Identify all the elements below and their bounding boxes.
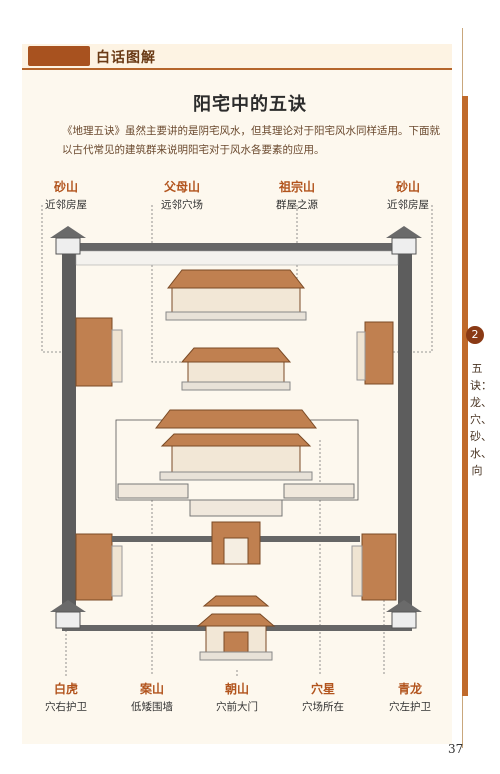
label-term: 白虎 <box>53 682 78 696</box>
label-term: 案山 <box>139 682 164 696</box>
label-sand-mountain-left: 砂山 近邻房屋 <box>26 178 106 212</box>
page-title: 阳宅中的五诀 <box>193 94 307 115</box>
label-desk-mountain: 案山 低矮围墙 <box>112 680 192 714</box>
label-desc: 穴场所在 <box>302 701 344 713</box>
label-desc: 低矮围墙 <box>131 701 173 713</box>
label-facing-mountain: 朝山 穴前大门 <box>197 680 277 714</box>
label-term: 穴星 <box>310 682 335 696</box>
chapter-side-bar <box>462 96 468 696</box>
label-desc: 近邻房屋 <box>387 199 429 211</box>
label-desc: 穴前大门 <box>216 701 258 713</box>
side-hall-icon <box>75 317 397 601</box>
label-term: 祖宗山 <box>278 180 315 194</box>
chapter-number-badge: 2 <box>466 326 484 344</box>
front-gate-icon <box>196 595 276 661</box>
middle-hall-icon <box>180 347 292 391</box>
label-desc: 近邻房屋 <box>45 199 87 211</box>
dragon-logo-icon <box>28 46 90 66</box>
section-header-label: 白话图解 <box>96 50 156 66</box>
label-term: 父母山 <box>163 180 200 194</box>
label-term: 砂山 <box>395 180 420 194</box>
label-cave-star: 穴星 穴场所在 <box>283 680 363 714</box>
label-term: 砂山 <box>53 180 78 194</box>
rear-hall-icon <box>165 269 307 321</box>
main-hall-icon <box>154 409 318 481</box>
intro-paragraph: 《地理五诀》虽然主要讲的是阴宅风水，但其理论对于阳宅风水同样适用。下面就以古代常… <box>62 125 440 156</box>
label-term: 朝山 <box>224 682 249 696</box>
label-sand-mountain-right: 砂山 近邻房屋 <box>368 178 448 212</box>
terrace-rail <box>117 483 355 517</box>
label-desc: 穴右护卫 <box>45 701 87 713</box>
page-number: 37 <box>448 742 464 756</box>
inner-low-wall <box>112 521 360 565</box>
label-white-tiger: 白虎 穴右护卫 <box>26 680 106 714</box>
label-desc: 穴左护卫 <box>389 701 431 713</box>
label-desc: 远邻穴场 <box>161 199 203 211</box>
label-parent-mountain: 父母山 远邻穴场 <box>142 178 222 212</box>
corner-tower-icon <box>50 226 422 629</box>
label-green-dragon: 青龙 穴左护卫 <box>370 680 450 714</box>
chapter-tab-text: 五诀：龙、穴、砂、水、向 <box>470 362 492 477</box>
section-header: 白话图解 <box>22 44 452 70</box>
label-term: 青龙 <box>397 682 422 696</box>
